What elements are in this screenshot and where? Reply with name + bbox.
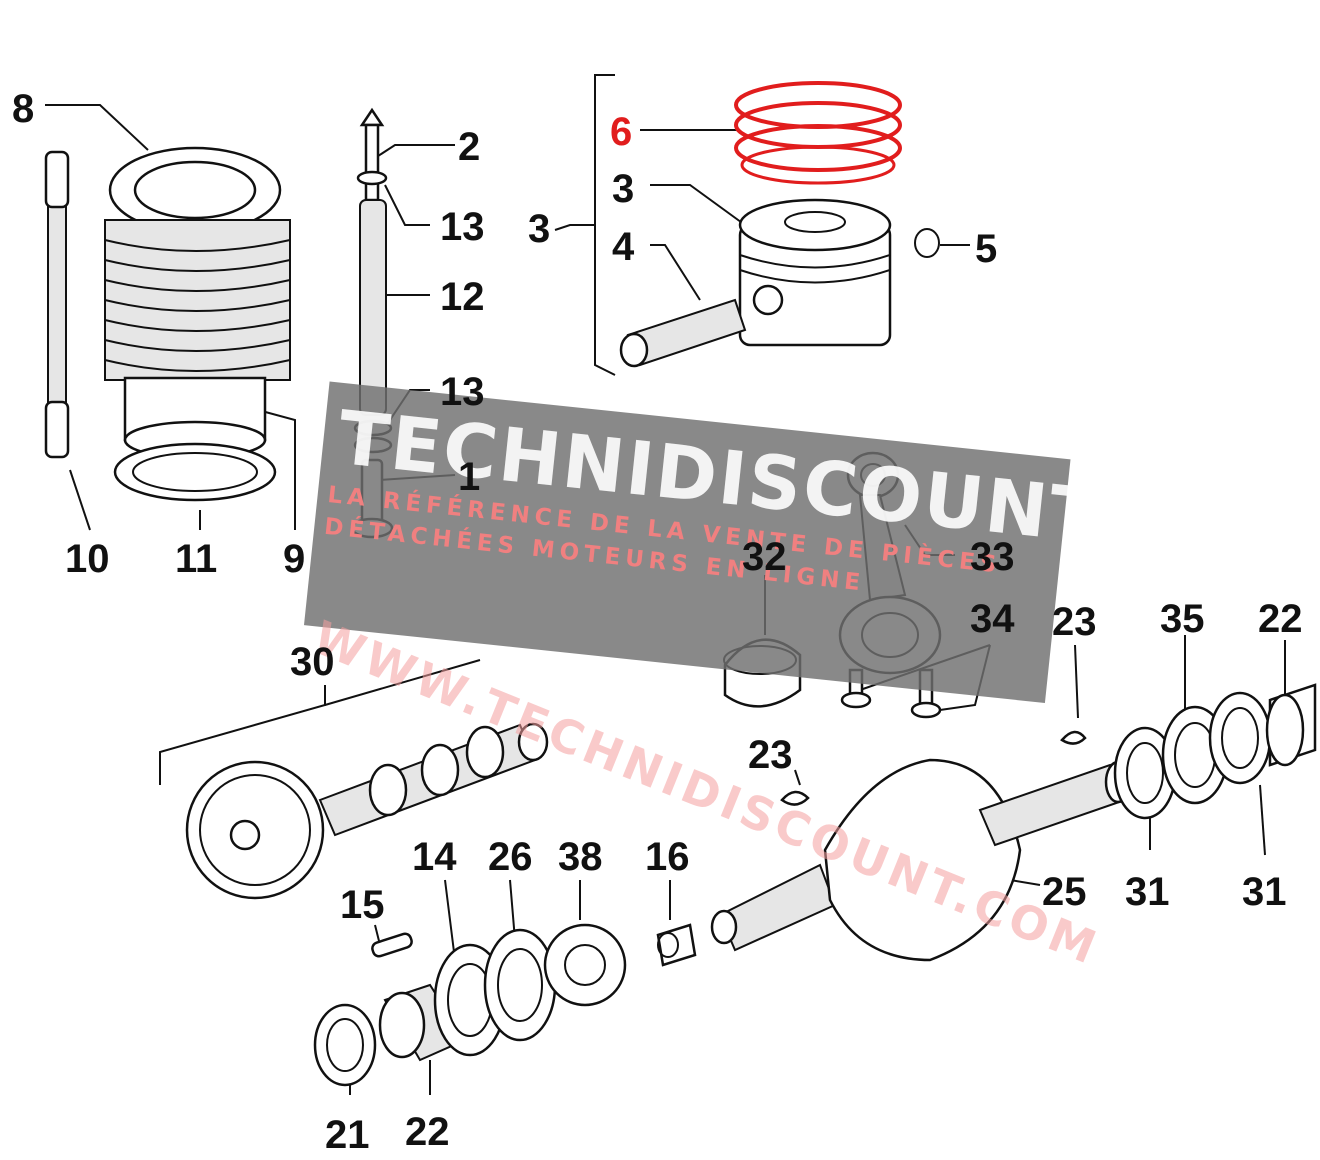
- callout-16: 16: [645, 835, 690, 879]
- gear-part: [543, 923, 627, 1007]
- camshaft-part: [185, 722, 549, 900]
- piston-part: [738, 198, 892, 347]
- callout-6: 6: [610, 110, 632, 154]
- callout-10: 10: [65, 537, 110, 581]
- front-bush-part: [313, 983, 467, 1087]
- cylinder-part: [104, 146, 291, 460]
- callout-3: 3: [612, 167, 634, 211]
- callout-23: 23: [1052, 600, 1097, 644]
- callout-35: 35: [1160, 597, 1205, 641]
- crankshaft-part: [710, 758, 1132, 962]
- callout-4: 4: [612, 225, 635, 269]
- callout-25: 25: [1042, 870, 1087, 914]
- pin-part: [371, 932, 413, 958]
- callout-8: 8: [12, 87, 34, 131]
- thrust-washer-2-part: [1208, 691, 1272, 785]
- callout-5: 5: [975, 227, 997, 271]
- key-part: [1060, 730, 1087, 745]
- callout-23-lower: 23: [748, 733, 793, 777]
- callout-14: 14: [412, 835, 457, 879]
- callout-31-right: 31: [1242, 870, 1287, 914]
- callout-12: 12: [440, 275, 485, 319]
- piston-rings-part: [734, 81, 902, 185]
- callout-15: 15: [340, 883, 385, 927]
- callout-11: 11: [175, 537, 217, 581]
- callout-30: 30: [290, 640, 335, 684]
- callout-2: 2: [458, 125, 480, 169]
- callout-1: 1: [458, 455, 480, 499]
- piston-pin-part: [619, 298, 747, 368]
- callout-22: 22: [1258, 597, 1303, 641]
- callout-13: 13: [440, 205, 485, 249]
- callout-21: 21: [325, 1113, 370, 1157]
- callout-22-lower: 22: [405, 1110, 450, 1154]
- callout-32: 32: [742, 535, 787, 579]
- callout-26: 26: [488, 835, 533, 879]
- circlip-part: [914, 228, 940, 258]
- stud-bolt-part: [44, 150, 70, 459]
- callout-9: 9: [283, 537, 305, 581]
- callout-34: 34: [970, 597, 1015, 641]
- callout-13-lower: 13: [440, 370, 485, 414]
- callout-38: 38: [558, 835, 603, 879]
- watermark-banner: [303, 381, 1071, 703]
- nut-part: [656, 923, 697, 967]
- callout-31: 31: [1125, 870, 1170, 914]
- callout-33: 33: [970, 535, 1015, 579]
- callout-numbers: 8 2 13 12 13 1 10 11 9 6 3 3 4 5 32 33 3…: [12, 87, 1303, 1157]
- callout-3-group: 3: [528, 207, 550, 251]
